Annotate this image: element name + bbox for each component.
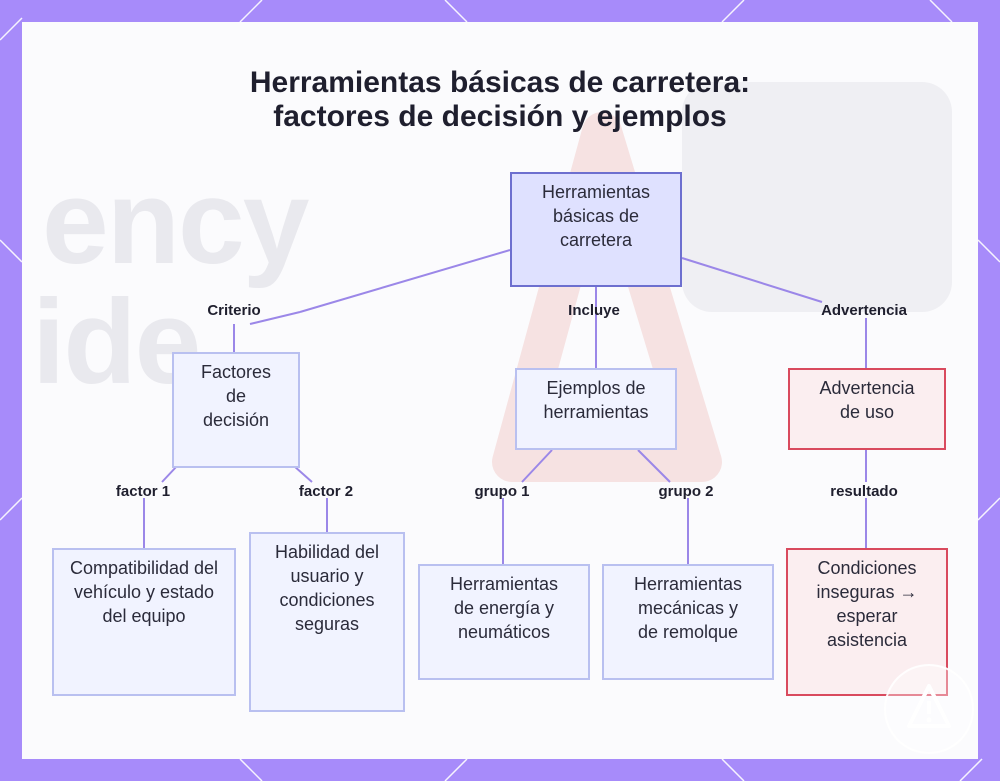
edge-label-factor-2: factor 2 — [299, 483, 353, 500]
node-mechanical-label: Herramientas mecánicas y de remolque — [626, 572, 751, 644]
node-warning-label: Advertencia de uso — [807, 376, 927, 424]
node-factors-label: Factores de decisión — [191, 360, 281, 432]
diagram-card: ency ide Herramientas básicas de carrete… — [22, 22, 978, 759]
node-examples-label: Ejemplos de herramientas — [526, 376, 666, 424]
node-skill: Habilidad del usuario y condiciones segu… — [249, 532, 405, 712]
node-skill-label: Habilidad del usuario y condiciones segu… — [270, 540, 385, 636]
warning-triangle-logo-icon — [884, 664, 974, 754]
node-energy-label: Herramientas de energía y neumáticos — [442, 572, 567, 644]
node-compatibility: Compatibilidad del vehículo y estado del… — [52, 548, 236, 696]
node-mechanical: Herramientas mecánicas y de remolque — [602, 564, 774, 680]
node-energy: Herramientas de energía y neumáticos — [418, 564, 590, 680]
node-root: Herramientas básicas de carretera — [510, 172, 682, 287]
edge-label-incluye: Incluye — [568, 302, 620, 319]
node-factors: Factores de decisión — [172, 352, 300, 468]
edge-label-factor-1: factor 1 — [116, 483, 170, 500]
edge-label-advertencia: Advertencia — [821, 302, 907, 319]
edge-label-criterio: Criterio — [207, 302, 260, 319]
edge-label-grupo-2: grupo 2 — [659, 483, 714, 500]
node-unsafe-label: Condiciones inseguras → esperar asistenc… — [802, 556, 932, 652]
node-root-label: Herramientas básicas de carretera — [531, 180, 661, 252]
node-examples: Ejemplos de herramientas — [515, 368, 677, 450]
edge-label-resultado: resultado — [830, 483, 898, 500]
node-warning: Advertencia de uso — [788, 368, 946, 450]
node-compatibility-label: Compatibilidad del vehículo y estado del… — [69, 556, 219, 628]
edge-label-grupo-1: grupo 1 — [475, 483, 530, 500]
